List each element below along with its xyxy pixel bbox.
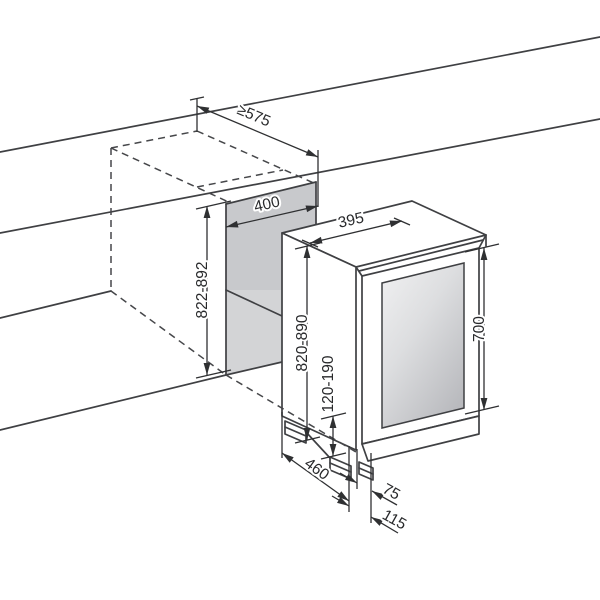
dim-plinth-height: 120-190 bbox=[318, 353, 347, 460]
dimension-niche-height-label: 822-892 bbox=[194, 262, 211, 319]
dimension-appliance-depth-label: 460 bbox=[301, 455, 332, 484]
adjustable-feet bbox=[284, 420, 374, 481]
appliance bbox=[281, 200, 487, 481]
appliance-left-face bbox=[281, 232, 357, 451]
dimension-front-offset-total-label: 115 bbox=[379, 507, 409, 534]
niche-wall-seam bbox=[225, 289, 283, 317]
dim-door-height: 700 bbox=[464, 243, 500, 415]
countertop-edges bbox=[0, 36, 600, 234]
dim-niche-height: 822-892 bbox=[192, 200, 232, 379]
hidden-floor-edge bbox=[225, 374, 357, 453]
dimension-appliance-height-label: 820-890 bbox=[294, 314, 311, 371]
dimension-plinth-height-label: 120-190 bbox=[320, 355, 337, 412]
appliance-bottom-band bbox=[361, 415, 480, 462]
dim-appliance-height: 820-890 bbox=[292, 242, 321, 444]
dimension-front-offset-label: 75 bbox=[380, 480, 403, 503]
dimension-niche-depth-label: ≥575 bbox=[235, 101, 273, 130]
cabinet-base-edges bbox=[0, 290, 227, 431]
door-glass-panel bbox=[381, 262, 465, 429]
dimension-door-height-label: 700 bbox=[471, 316, 488, 342]
